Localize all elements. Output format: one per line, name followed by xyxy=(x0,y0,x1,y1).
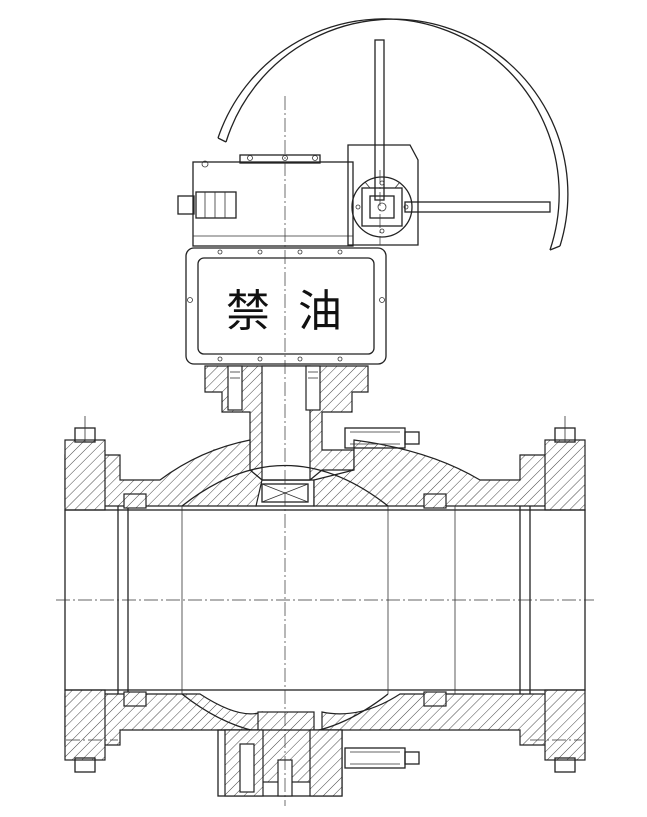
body-bolts xyxy=(344,427,420,769)
mounting-panel: 禁 油 xyxy=(185,247,387,365)
trunnion xyxy=(217,711,343,797)
center-lines xyxy=(56,96,594,806)
handwheel xyxy=(217,18,569,251)
panel-char-2: 油 xyxy=(298,286,342,337)
gearbox xyxy=(177,144,419,247)
valve-body xyxy=(64,416,586,773)
panel-char-1: 禁 xyxy=(226,286,270,337)
